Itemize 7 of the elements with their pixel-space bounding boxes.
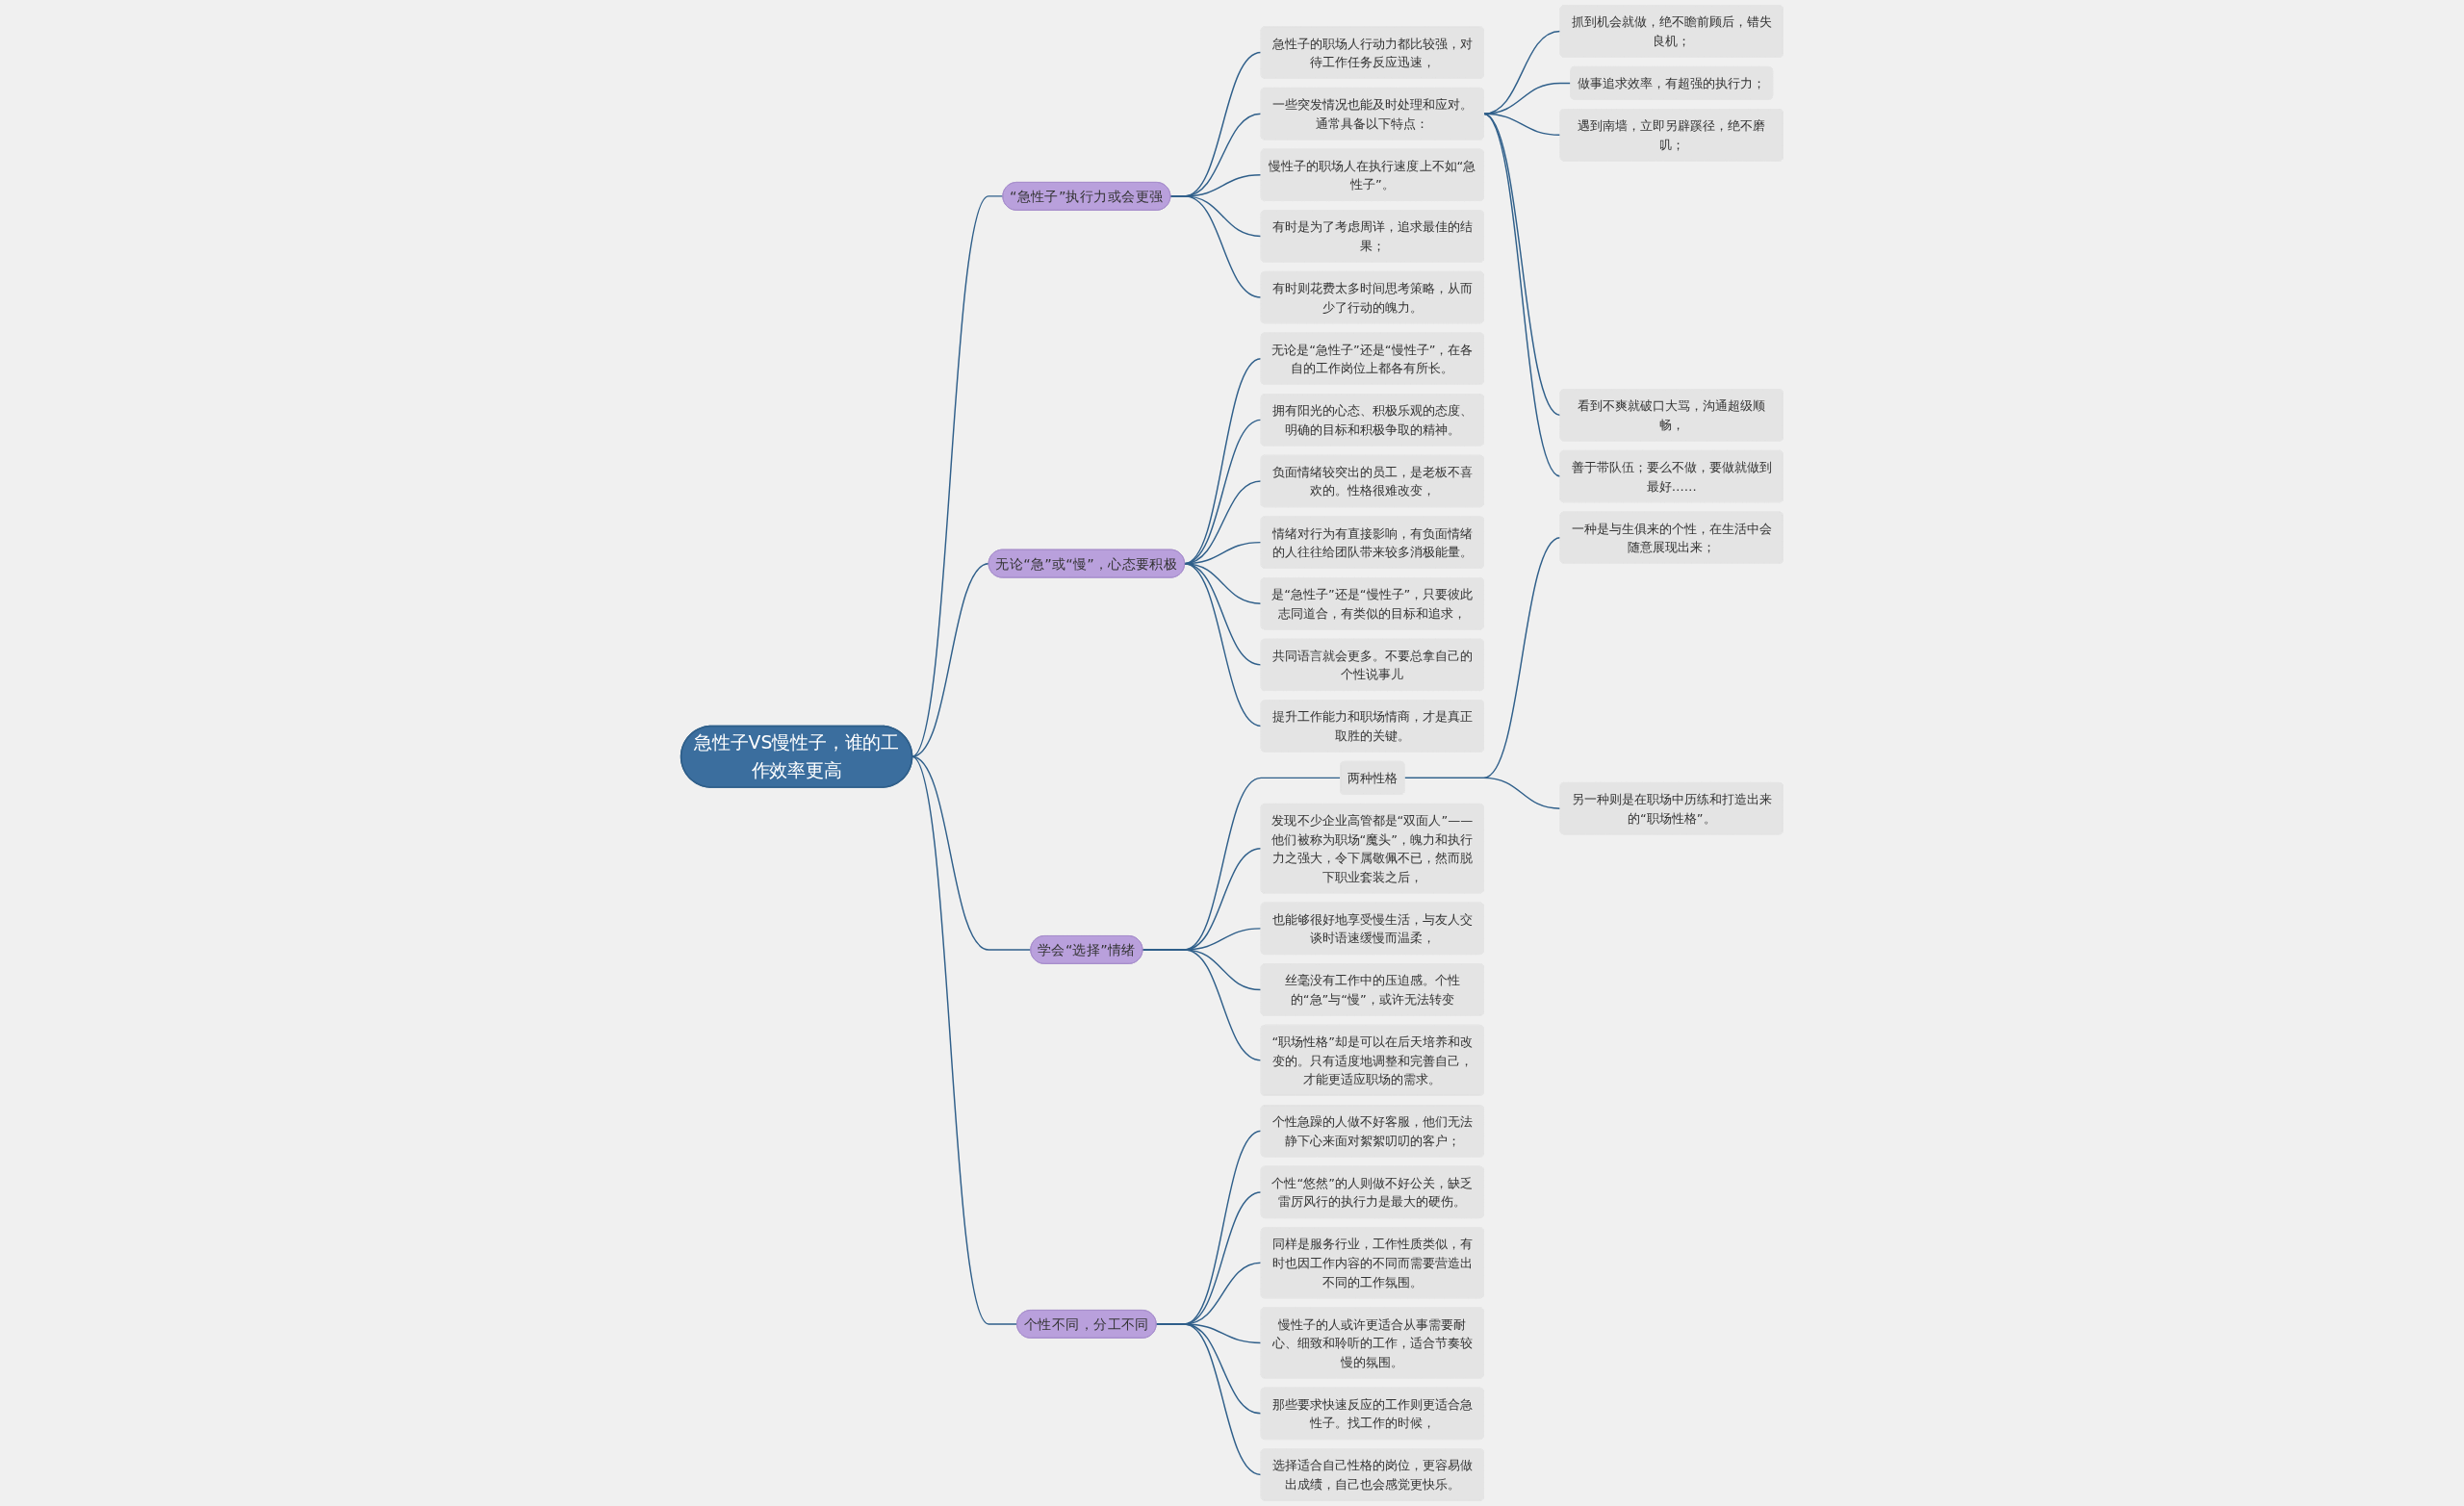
connector: [1169, 195, 1262, 298]
connector: [1155, 1323, 1262, 1476]
connector: [1183, 562, 1262, 727]
connector: [1482, 113, 1561, 477]
connector: [1142, 949, 1262, 1061]
connector: [1403, 777, 1561, 809]
connector: [1482, 82, 1572, 115]
